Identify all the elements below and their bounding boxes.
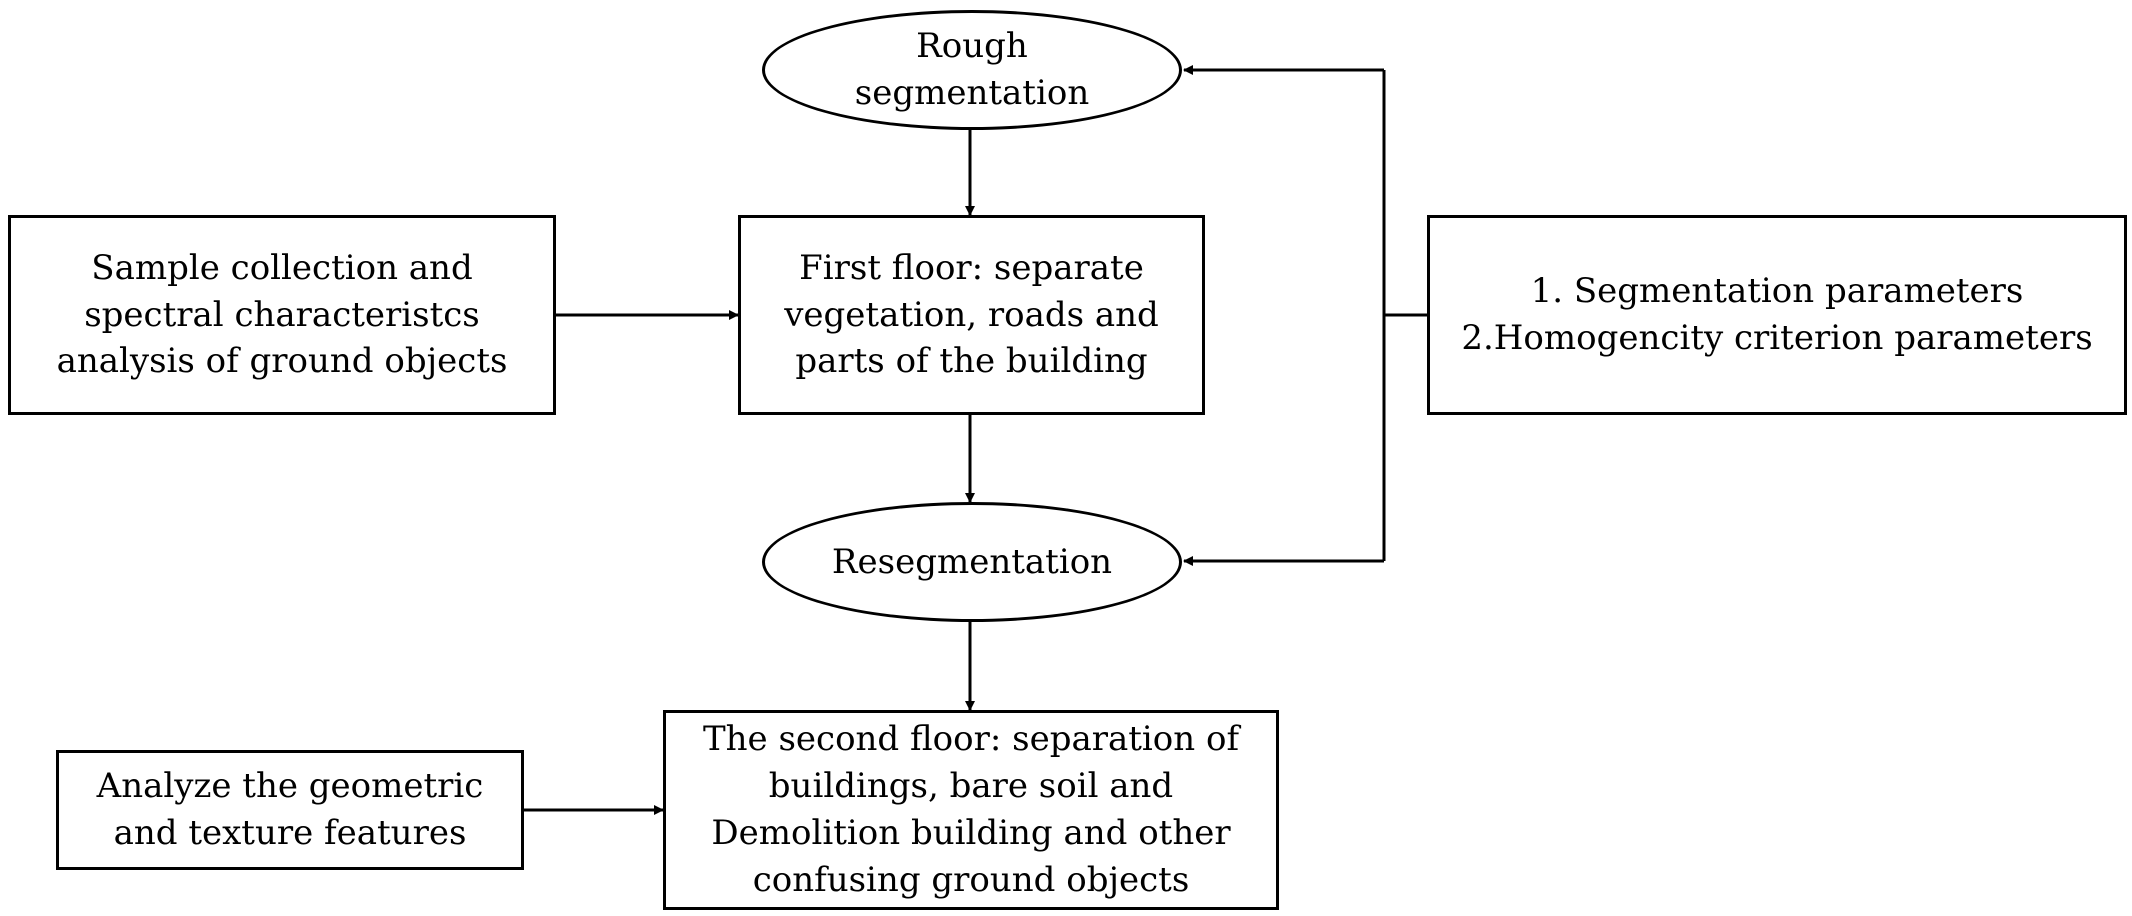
resegmentation-node: Resegmentation bbox=[762, 502, 1182, 622]
resegmentation-label: Resegmentation bbox=[831, 541, 1113, 582]
analyze-features-box: Analyze the geometric and texture featur… bbox=[56, 750, 524, 870]
sample-collection-label: Sample collection and spectral character… bbox=[56, 247, 508, 382]
first-floor-box: First floor: separate vegetation, roads … bbox=[738, 215, 1205, 415]
parameters-label: 1. Segmentation parameters 2.Homogencity… bbox=[1461, 271, 2093, 358]
first-floor-label: First floor: separate vegetation, roads … bbox=[784, 247, 1159, 382]
rough-segmentation-label: Rough segmentation bbox=[854, 26, 1090, 113]
analyze-features-label: Analyze the geometric and texture featur… bbox=[96, 766, 484, 853]
rough-segmentation-node: Rough segmentation bbox=[762, 10, 1182, 130]
second-floor-box: The second floor: separation of building… bbox=[663, 710, 1279, 910]
sample-collection-box: Sample collection and spectral character… bbox=[8, 215, 556, 415]
second-floor-label: The second floor: separation of building… bbox=[702, 719, 1240, 900]
parameters-box: 1. Segmentation parameters 2.Homogencity… bbox=[1427, 215, 2127, 415]
